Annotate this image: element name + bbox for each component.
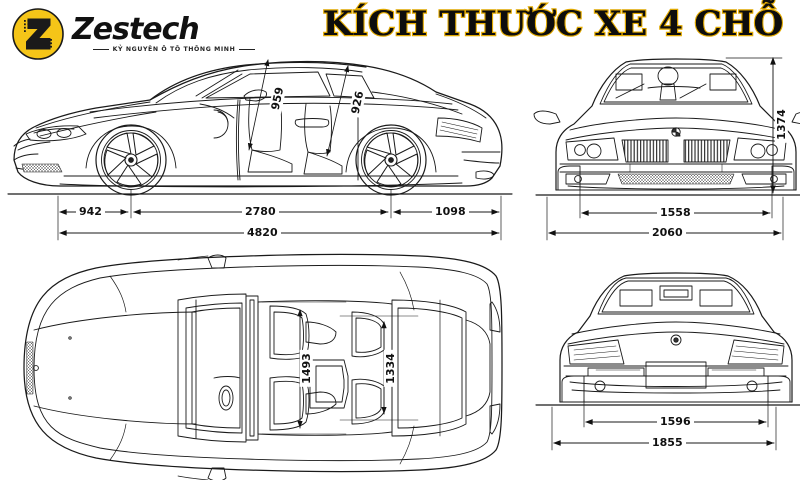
- dim-overall-width: 1855: [649, 436, 686, 449]
- top-view-car: [23, 253, 503, 480]
- brand-name: Zestech: [72, 12, 200, 47]
- dim-rear-shoulder-room: 1334: [383, 350, 397, 387]
- dim-overall-length: 4820: [244, 226, 281, 239]
- brand-tagline: KỶ NGUYÊN Ô TÔ THÔNG MINH: [74, 46, 274, 53]
- dim-rear-overhang: 1098: [432, 205, 469, 218]
- dim-rear-track: 1596: [657, 415, 694, 428]
- page-title: KÍCH THƯỚC XE 4 CHỖ: [322, 3, 785, 45]
- rear-view-car: [559, 272, 793, 403]
- dim-front-overhang: 942: [76, 205, 105, 218]
- front-view-car: [533, 58, 800, 191]
- dim-overall-height: 1374: [774, 106, 788, 143]
- dim-front-track: 1558: [657, 206, 694, 219]
- side-view-car: [13, 60, 503, 196]
- dim-rear-headroom: 926: [348, 86, 367, 119]
- brand-tagline-text: KỶ NGUYÊN Ô TÔ THÔNG MINH: [112, 46, 236, 53]
- brand-logo: Zestech KỶ NGUYÊN Ô TÔ THÔNG MINH: [12, 6, 282, 62]
- zestech-z-logo-icon: [12, 8, 64, 60]
- side-view-headroom-dims: [247, 59, 350, 157]
- dim-front-headroom: 959: [268, 82, 287, 115]
- dim-front-shoulder-room: 1493: [299, 350, 313, 387]
- dim-wheelbase: 2780: [242, 205, 279, 218]
- dim-overall-width-mirrors: 2060: [649, 226, 686, 239]
